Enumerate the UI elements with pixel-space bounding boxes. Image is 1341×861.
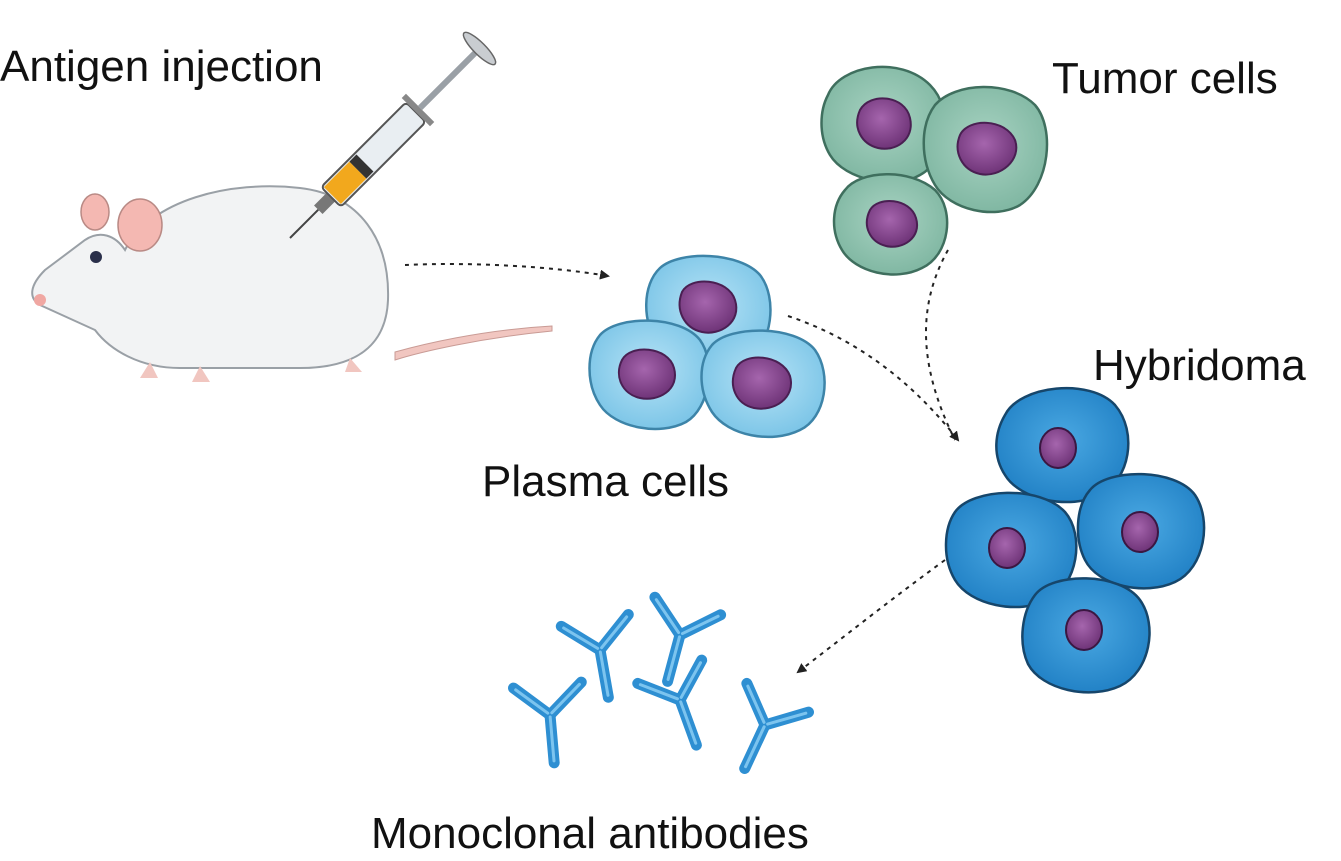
label-antigen-injection: Antigen injection — [0, 42, 323, 91]
label-tumor-cells: Tumor cells — [1052, 54, 1278, 103]
label-hybridoma: Hybridoma — [1093, 341, 1306, 390]
mouse-icon — [31, 185, 553, 382]
label-plasma-cells: Plasma cells — [482, 457, 729, 506]
plasma-cell — [588, 319, 711, 431]
tumor-cells-cluster — [820, 65, 1049, 276]
arrow-hybridoma-to-antibodies — [796, 559, 946, 674]
arrow-plasma-to-hybridoma — [787, 315, 960, 442]
antibody-icon — [638, 660, 729, 757]
hybridoma-cluster — [944, 386, 1206, 694]
antibody-icon — [635, 597, 721, 690]
hybridoma-cell — [995, 386, 1130, 504]
antibody-icon — [714, 683, 809, 782]
hybridoma-cell — [944, 491, 1078, 609]
tumor-cell — [922, 85, 1049, 214]
syringe-icon — [289, 31, 497, 239]
hybridoma-cell — [1076, 472, 1206, 590]
antibody-icon — [514, 682, 589, 766]
hybridoma-cell — [1021, 577, 1151, 694]
label-monoclonal-antibodies: Monoclonal antibodies — [371, 809, 809, 858]
tumor-cell — [820, 65, 947, 184]
arrow-tumor-to-hybridoma — [925, 249, 956, 441]
flow-arrows — [404, 249, 960, 674]
arrow-mouse-to-plasma — [404, 263, 610, 280]
plasma-cell — [700, 329, 826, 439]
plasma-cells-cluster — [588, 254, 826, 439]
tumor-cell — [832, 173, 949, 276]
antibodies-group — [514, 597, 809, 783]
